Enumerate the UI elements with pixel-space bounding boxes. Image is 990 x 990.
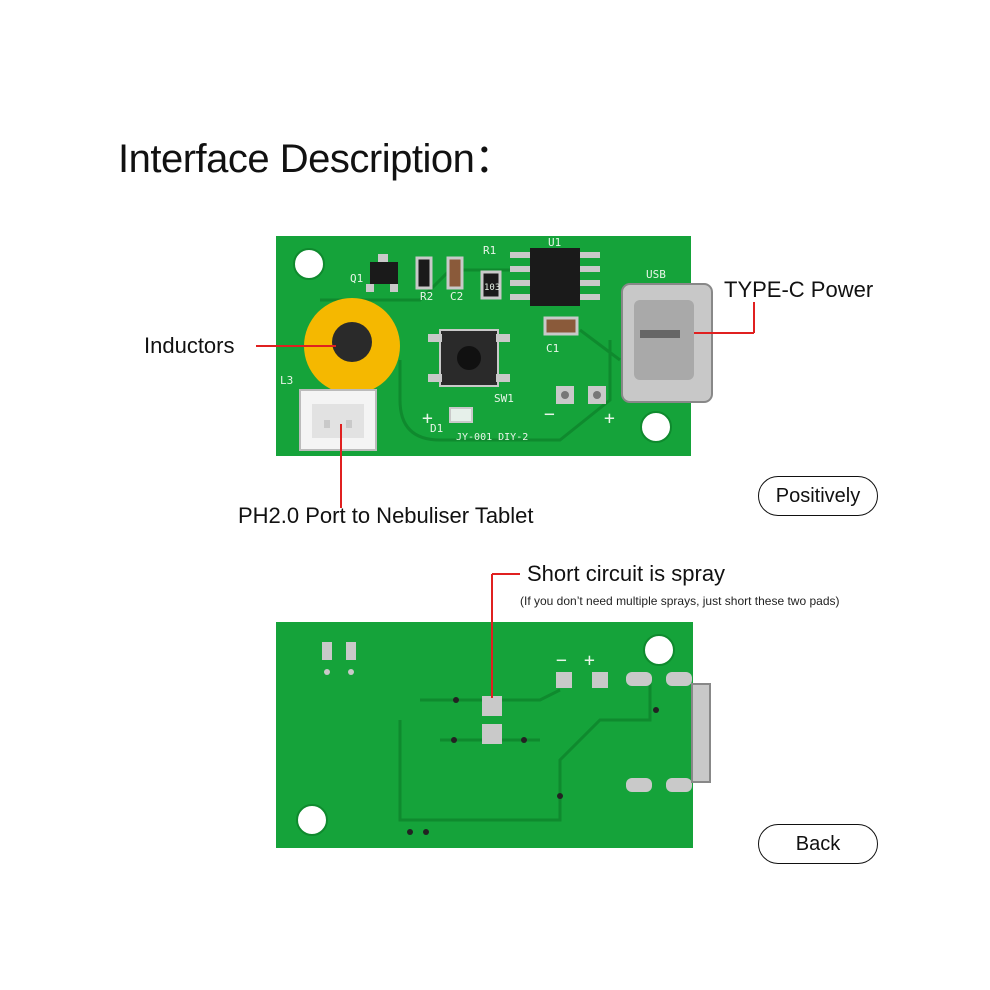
silk-c2: C2: [450, 290, 463, 303]
silk-board-id: JY-001 DIY-2: [456, 432, 528, 443]
silk-plus-back: +: [584, 650, 595, 671]
silk-q1: Q1: [350, 272, 363, 285]
u1-chip: [530, 248, 580, 306]
q1-transistor: [370, 262, 398, 284]
page-title: Interface Description：: [118, 137, 514, 181]
label-ph2-port: PH2.0 Port to Nebuliser Tablet: [238, 503, 534, 528]
resistor-r2: [415, 256, 433, 290]
spray-pad-bottom: [482, 724, 502, 744]
silk-sw1: SW1: [494, 392, 514, 405]
badge-positively: Positively: [758, 476, 878, 516]
mount-hole: [293, 248, 325, 280]
label-type-c-power: TYPE-C Power: [724, 277, 874, 302]
mount-hole: [640, 411, 672, 443]
spray-pad-top: [482, 696, 502, 716]
capacitor-c2: [446, 256, 464, 290]
silk-d1: D1: [430, 422, 443, 435]
back-board: [276, 622, 711, 848]
capacitor-c1: [543, 316, 579, 336]
silk-u1: U1: [548, 236, 561, 249]
led-d1: [449, 407, 473, 423]
label-inductors: Inductors: [144, 333, 235, 358]
silk-minus: −: [544, 404, 555, 425]
silk-plus: +: [604, 408, 615, 429]
mount-hole: [296, 804, 328, 836]
front-board: [276, 236, 713, 456]
silk-plus-led: +: [422, 408, 433, 429]
silk-r1: R1: [483, 244, 496, 257]
label-short-circuit: Short circuit is spray: [527, 561, 726, 586]
silk-minus-back: −: [556, 650, 567, 671]
callout-lines: [256, 302, 755, 698]
silk-r2: R2: [420, 290, 433, 303]
badge-back: Back: [758, 824, 878, 864]
resistor-r1: [480, 270, 502, 300]
silk-usb: USB: [646, 268, 666, 281]
silk-l3: L3: [280, 374, 293, 387]
mount-hole: [643, 634, 675, 666]
usb-c-connector-back: [691, 683, 711, 783]
silk-r103: 103: [484, 283, 500, 293]
silk-c1: C1: [546, 342, 559, 355]
short-circuit-note: (If you don’t need multiple sprays, just…: [520, 594, 840, 608]
